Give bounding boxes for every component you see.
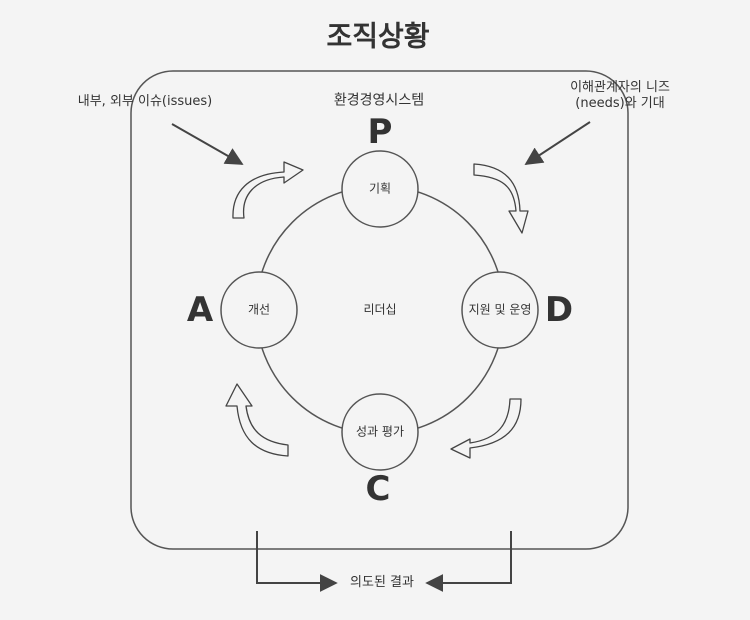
cycle-arrow-p-to-d [473,163,529,234]
external-issues-label: 내부, 외부 이슈(issues) [77,93,213,109]
stakeholder-needs-label-line1: 이해관계자의 니즈 [570,79,670,95]
node-circle-improvement [220,271,298,349]
needs-input-arrow [524,121,591,165]
node-plan-label: 기획 [368,181,392,196]
diagram-title: 조직상황 [326,19,430,53]
issues-input-arrow [171,123,244,165]
cycle-arrow-c-to-a [225,383,289,457]
node-circle-support [461,271,539,349]
phase-letter-d: D [544,289,574,330]
node-circle-evaluation [341,393,419,471]
phase-letter-p: P [367,111,393,152]
result-connector-left [256,531,338,592]
stakeholder-needs-label-line2: (needs)와 기대 [575,95,665,111]
result-connector-right [425,531,512,592]
cycle-arrow-a-to-p [232,161,304,219]
node-support-label: 지원 및 운영 [468,302,532,317]
node-evaluation-label: 성과 평가 [356,424,404,439]
node-improvement-label: 개선 [247,302,271,317]
node-circle-plan [341,150,419,228]
center-leadership-label: 리더십 [363,302,397,317]
phase-letter-a: A [186,289,214,330]
system-label: 환경경영시스템 [333,92,425,109]
intended-result-label: 의도된 결과 [346,574,418,592]
cycle-arrow-d-to-c [450,398,522,459]
phase-letter-c: C [365,468,391,509]
